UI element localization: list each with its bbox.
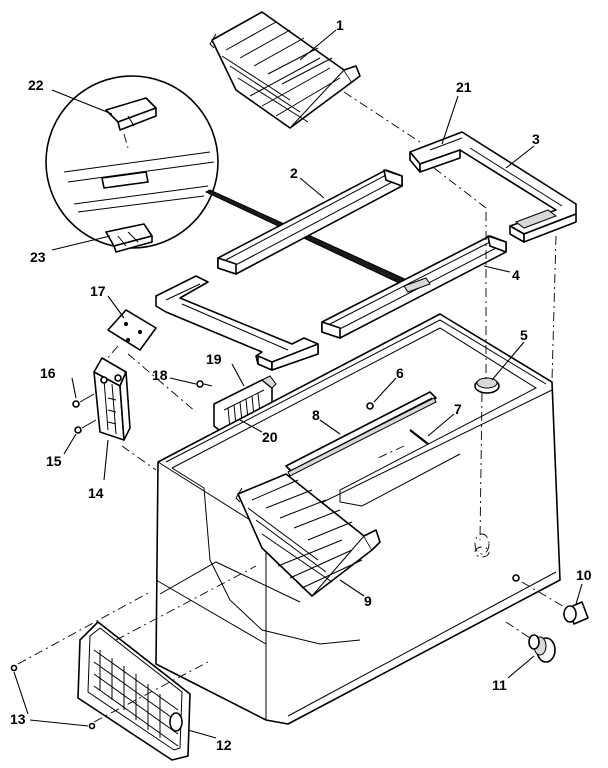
callout-18: 18 bbox=[152, 367, 168, 383]
callout-4: 4 bbox=[512, 267, 520, 283]
part-9-basket-lower bbox=[235, 473, 381, 597]
part-6-screw bbox=[366, 402, 374, 410]
callout-5: 5 bbox=[520, 327, 528, 343]
part-10-cap bbox=[563, 601, 589, 625]
part-3-lid-frame bbox=[409, 131, 577, 243]
callout-23: 23 bbox=[30, 249, 46, 265]
callout-10: 10 bbox=[576, 567, 592, 583]
part-11-drain-fitting bbox=[505, 621, 556, 663]
callout-12: 12 bbox=[216, 737, 232, 753]
callout-7: 7 bbox=[454, 401, 462, 417]
alignment-lines bbox=[17, 91, 557, 723]
part-7-screw bbox=[409, 429, 429, 445]
callout-16: 16 bbox=[40, 365, 56, 381]
callout-22: 22 bbox=[28, 77, 44, 93]
part-4-lid-rail bbox=[321, 235, 507, 339]
detail-magnifier bbox=[45, 75, 219, 253]
part-13-screws bbox=[10, 664, 96, 730]
callout-1: 1 bbox=[336, 17, 344, 33]
callout-19: 19 bbox=[206, 351, 222, 367]
part-22-clip bbox=[105, 97, 157, 149]
leader-lines bbox=[13, 29, 583, 739]
callout-17: 17 bbox=[90, 283, 106, 299]
cabinet-body bbox=[155, 313, 561, 725]
callout-13: 13 bbox=[10, 711, 26, 727]
lid-frame-lower-left bbox=[155, 275, 319, 371]
callout-6: 6 bbox=[396, 365, 404, 381]
part-14-hinge bbox=[93, 357, 131, 441]
part-8-divider bbox=[285, 391, 437, 477]
part-17-hinge-plate bbox=[105, 309, 157, 361]
part-1-basket-top bbox=[209, 11, 361, 129]
part-12-grille bbox=[77, 621, 191, 761]
callout-15: 15 bbox=[46, 453, 62, 469]
part-23-clip bbox=[105, 223, 153, 253]
callout-14: 14 bbox=[88, 485, 104, 501]
detail-connector bbox=[204, 189, 422, 291]
callout-8: 8 bbox=[312, 407, 320, 423]
callouts: 1 2 3 4 5 6 7 8 9 10 11 12 13 14 15 16 1… bbox=[10, 17, 592, 753]
part-2-lid-rail bbox=[217, 169, 403, 275]
part-16-screw bbox=[72, 393, 95, 408]
part-18-screw bbox=[196, 380, 213, 388]
callout-11: 11 bbox=[492, 677, 507, 693]
part-15-screw bbox=[74, 419, 97, 434]
callout-21: 21 bbox=[456, 79, 472, 95]
part-5-plug bbox=[474, 377, 500, 541]
callout-3: 3 bbox=[532, 131, 540, 147]
callout-9: 9 bbox=[364, 593, 372, 609]
callout-2: 2 bbox=[290, 165, 298, 181]
callout-20: 20 bbox=[262, 429, 278, 445]
